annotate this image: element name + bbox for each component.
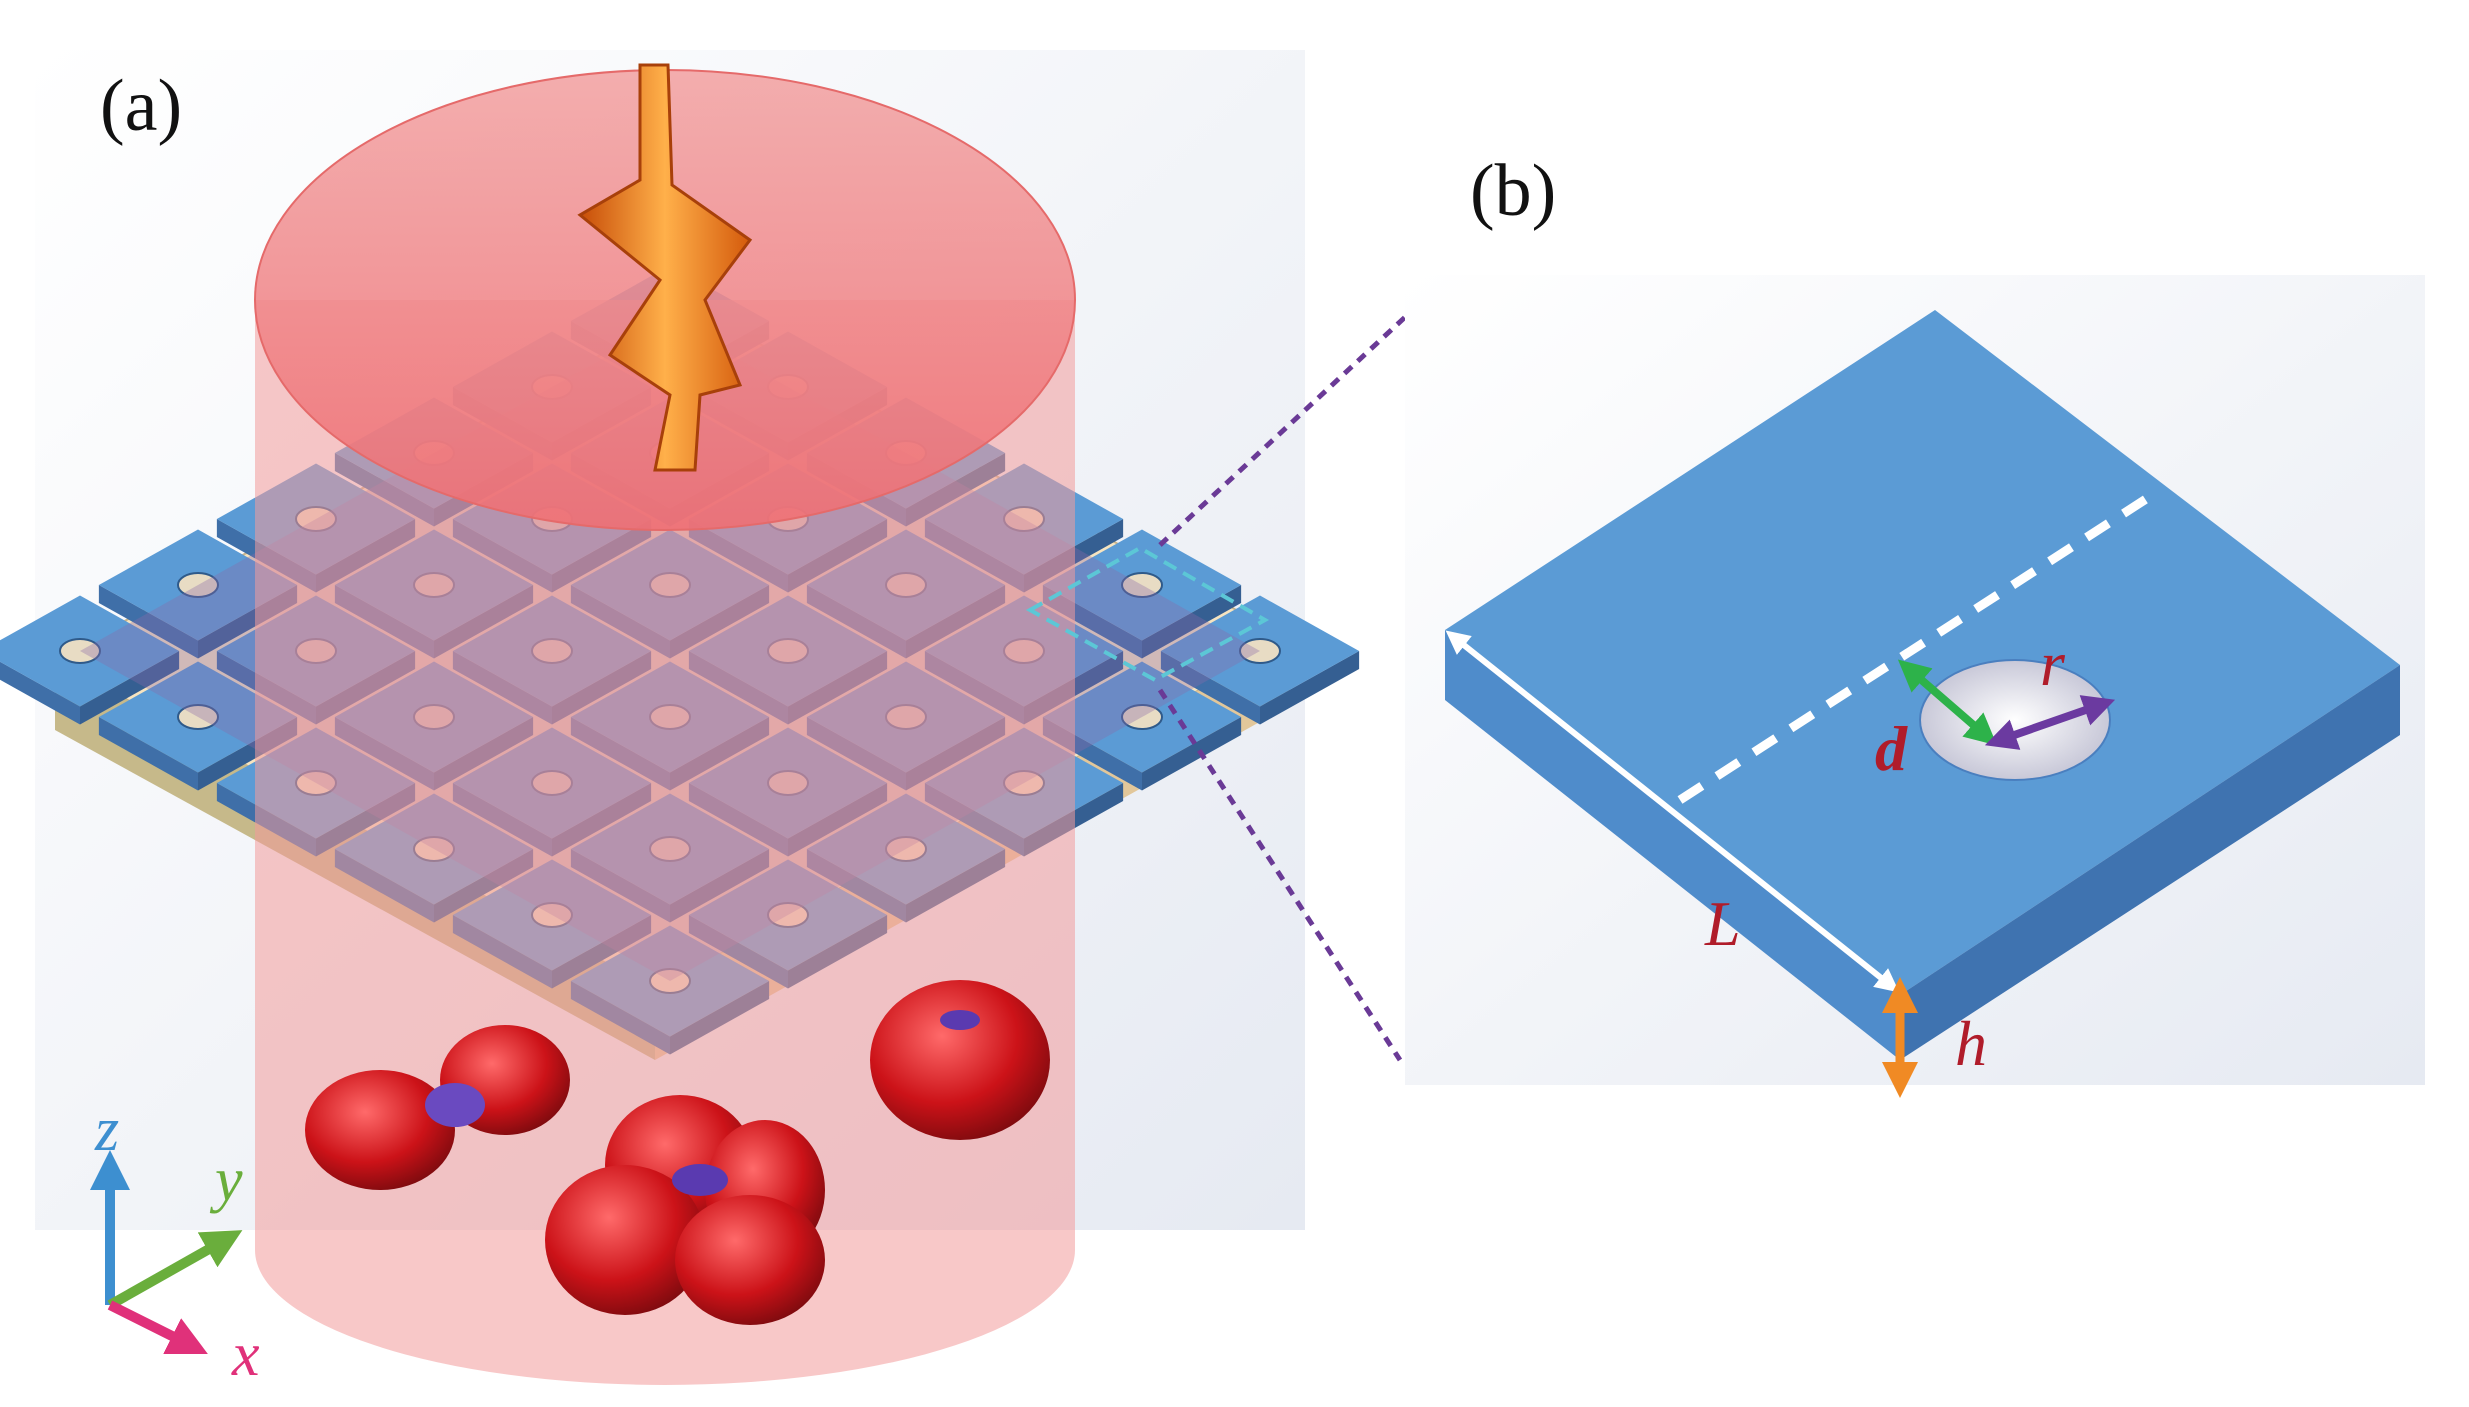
radiation-pattern-dipole xyxy=(305,1025,570,1190)
panel-b-label: (b) xyxy=(1470,150,1556,232)
coordinate-axes: z y x xyxy=(90,1096,260,1389)
y-axis-label: y xyxy=(209,1146,243,1214)
selected-unit-cell-outline xyxy=(1025,545,1270,683)
dimension-h-label: h xyxy=(1955,1008,1987,1079)
dimension-d-label: d xyxy=(1875,713,1908,784)
panel-a-label: (a) xyxy=(100,65,182,147)
unit-cell-side-face xyxy=(1900,665,2400,1060)
zoom-line-top xyxy=(1158,278,1447,547)
dimension-r-arrow xyxy=(1984,695,2116,750)
dimension-r-label: r xyxy=(2040,628,2066,699)
lightning-arrow-icon xyxy=(577,63,753,472)
zoom-lines xyxy=(1157,278,1447,1062)
unit-cell-hole xyxy=(1919,659,2111,781)
unit-cell-tile xyxy=(0,595,180,725)
zoom-line-bottom xyxy=(1157,688,1403,1062)
x-axis-label: x xyxy=(231,1321,260,1389)
panel-a: z y x (a) xyxy=(0,50,1360,1389)
dimension-L-label: L xyxy=(1704,888,1741,959)
x-axis-arrow xyxy=(107,1300,208,1354)
dimension-L-arrow xyxy=(1445,630,1900,993)
radiation-pattern-toroid xyxy=(870,980,1050,1140)
z-axis-label: z xyxy=(94,1096,119,1164)
radiation-pattern-quadrupole xyxy=(545,1095,825,1325)
panel-b: L h d r (b) xyxy=(1405,150,2425,1098)
unit-cell-tile xyxy=(1160,595,1360,725)
dimension-d-arrow xyxy=(1897,659,1998,746)
unit-cell-top-face xyxy=(1445,310,2400,995)
y-axis-arrow xyxy=(107,1230,243,1310)
